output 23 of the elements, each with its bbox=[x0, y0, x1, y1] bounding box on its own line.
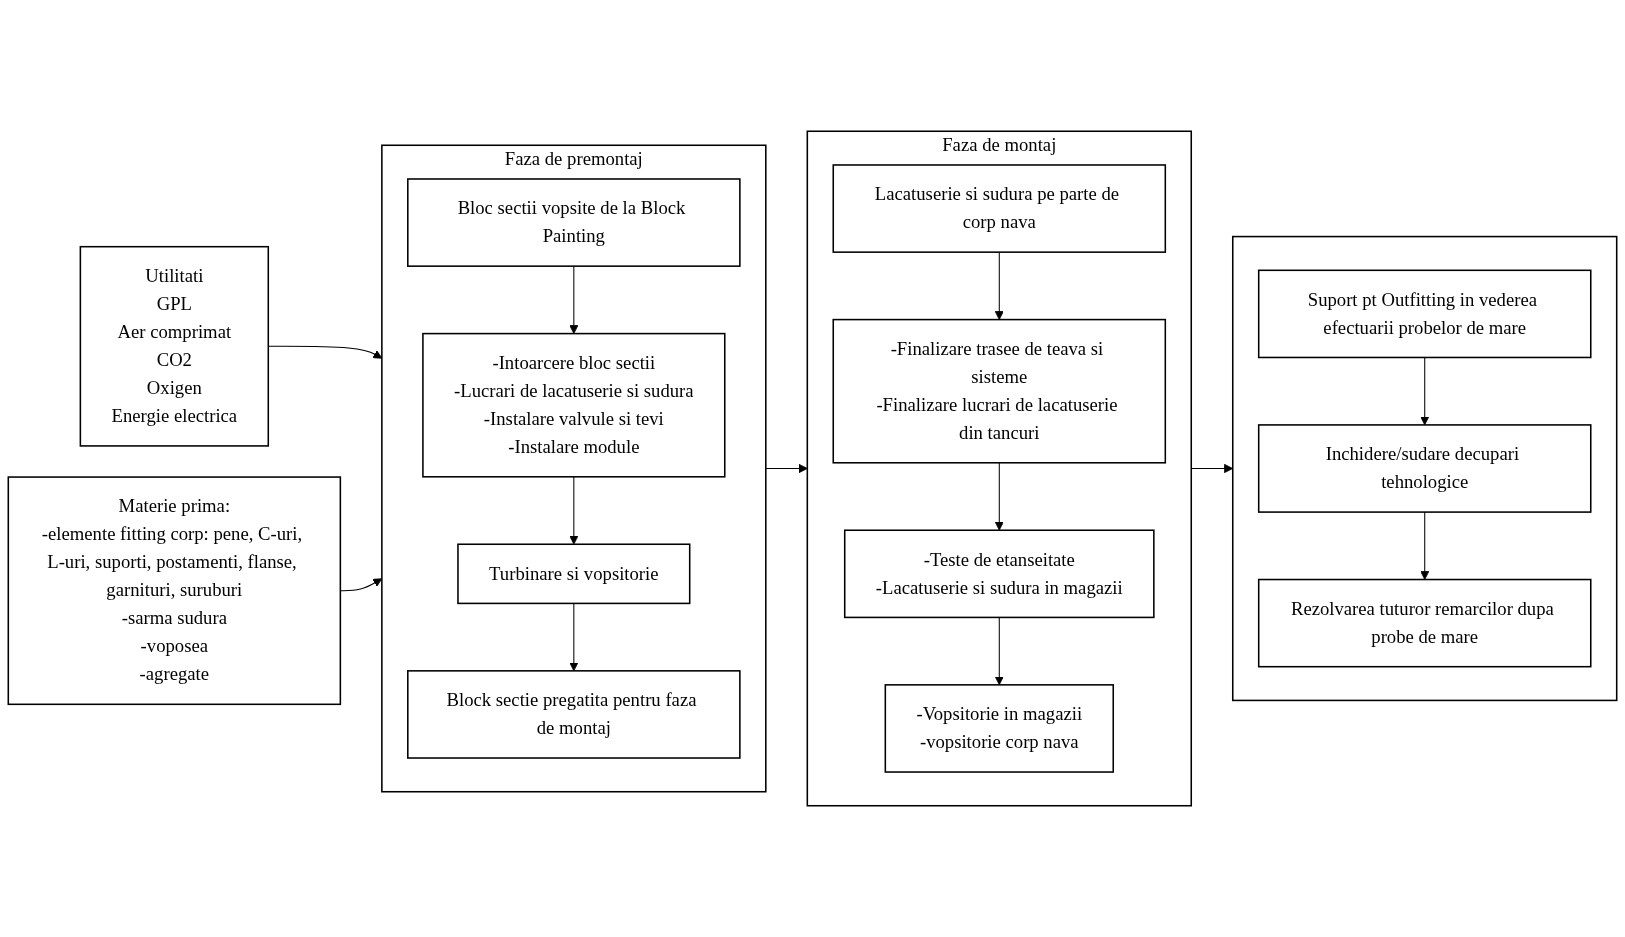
cluster bbox=[1232, 235, 1618, 702]
arrow bbox=[1420, 356, 1430, 426]
arrow bbox=[994, 616, 1004, 686]
node-box: -Intoarcere bloc sectii -Lucrari de lacatuserie si sudura -Instalare valvule si tevi -Instalare module bbox=[422, 332, 726, 478]
node-box: Bloc sectii vopsite de la Block Painting bbox=[407, 178, 741, 267]
arrow bbox=[994, 462, 1004, 531]
node-box: -Teste de etanseitate -Lacatuserie si sudura in magazii bbox=[843, 529, 1155, 619]
node-box: Rezolvarea tuturor remarcilor dupa probe de mare bbox=[1257, 578, 1592, 668]
node-box: -Vopsitorie in magazii -vopsitorie corp nava bbox=[884, 684, 1114, 773]
node-box: Suport pt Outfitting in vederea efectuarii probelor de mare bbox=[1257, 269, 1592, 359]
arrow bbox=[765, 463, 808, 474]
node-box: -Finalizare trasee de teava si sisteme -Finalizare lucrari de lacatuserie din tancuri bbox=[832, 318, 1167, 464]
arrow bbox=[1420, 511, 1430, 580]
arrow bbox=[569, 265, 579, 334]
node-box: Lacatuserie si sudura pe parte de corp nava bbox=[832, 164, 1167, 253]
node-box: Utilitati GPL Aer comprimat CO2 Oxigen Energie electrica bbox=[79, 245, 270, 447]
node-box: Block sectie pregatita pentru faza de montaj bbox=[407, 670, 741, 759]
arrow bbox=[994, 251, 1004, 320]
node-box: Inchidere/sudare decupari tehnologice bbox=[1257, 424, 1592, 513]
arrow bbox=[569, 476, 579, 545]
arrow bbox=[569, 602, 579, 672]
node-box: Materie prima: -elemente fitting corp: pene, C-uri, L-uri, suporti, postamenti, flanse, garnituri, suruburi -sarma sudura -voposea -agregate bbox=[7, 476, 342, 706]
node-box: Turbinare si vopsitorie bbox=[457, 543, 691, 605]
